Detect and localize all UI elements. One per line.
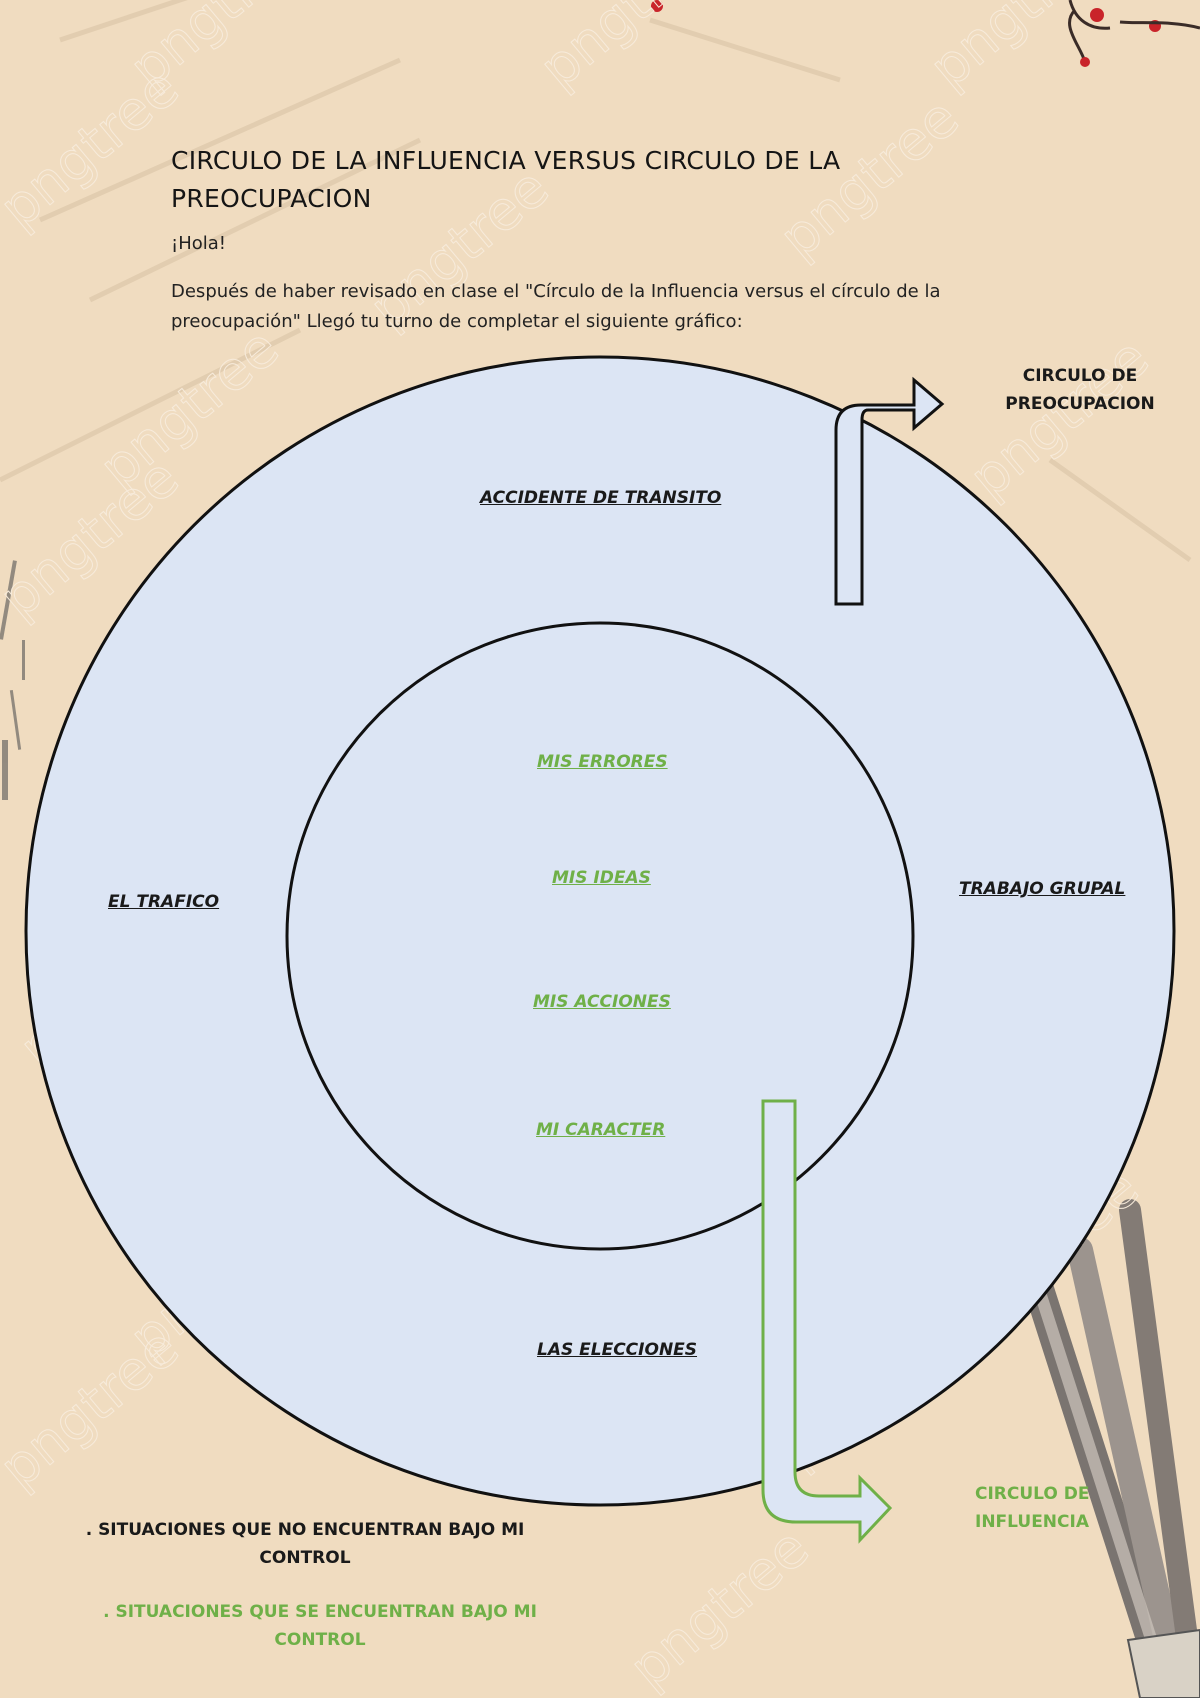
influence-pointer-arrow [761, 1099, 893, 1544]
influence-circle [285, 621, 915, 1251]
concern-item: LAS ELECCIONES [537, 1340, 698, 1360]
influence-item: MIS ACCIONES [533, 992, 671, 1012]
influence-circle-label: CIRCULO DE INFLUENCIA [975, 1480, 1095, 1536]
legend-influence: . SITUACIONES QUE SE ENCUENTRAN BAJO MI … [103, 1602, 537, 1650]
concern-item: ACCIDENTE DE TRANSITO [480, 488, 722, 508]
watermark-text: pngtree [618, 1516, 820, 1698]
watermark-text: pngtree [918, 0, 1120, 100]
concern-item: TRABAJO GRUPAL [959, 879, 1126, 899]
paper-streaks [0, 0, 1192, 563]
label-line: PREOCUPACION [1005, 394, 1155, 414]
watermark-text: pngtree [528, 0, 730, 100]
influence-item: MIS IDEAS [552, 868, 651, 888]
legend-concern: . SITUACIONES QUE NO ENCUENTRAN BAJO MI … [85, 1520, 525, 1568]
watermark-text: pngtree [0, 1316, 190, 1500]
ink-strokes-left [0, 560, 25, 800]
concern-item: EL TRAFICO [108, 892, 220, 912]
blossom-branch-icon [651, 0, 1200, 67]
brush-pot-icon [1005, 1199, 1200, 1698]
watermark-text: pngtree [118, 0, 320, 100]
page-title: CIRCULO DE LA INFLUENCIA VERSUS CIRCULO … [171, 146, 841, 213]
label-line: CIRCULO DE [1022, 366, 1138, 386]
intro-paragraph: Después de haber revisado en clase el "C… [171, 281, 941, 332]
concern-pointer-arrow [834, 376, 945, 606]
label-line: INFLUENCIA [975, 1512, 1089, 1532]
concern-circle-label: CIRCULO DE PREOCUPACION [990, 362, 1170, 418]
label-line: CIRCULO DE [975, 1484, 1090, 1504]
greeting: ¡Hola! [171, 233, 227, 254]
influence-item: MI CARACTER [536, 1120, 666, 1140]
influence-item: MIS ERRORES [537, 752, 668, 772]
